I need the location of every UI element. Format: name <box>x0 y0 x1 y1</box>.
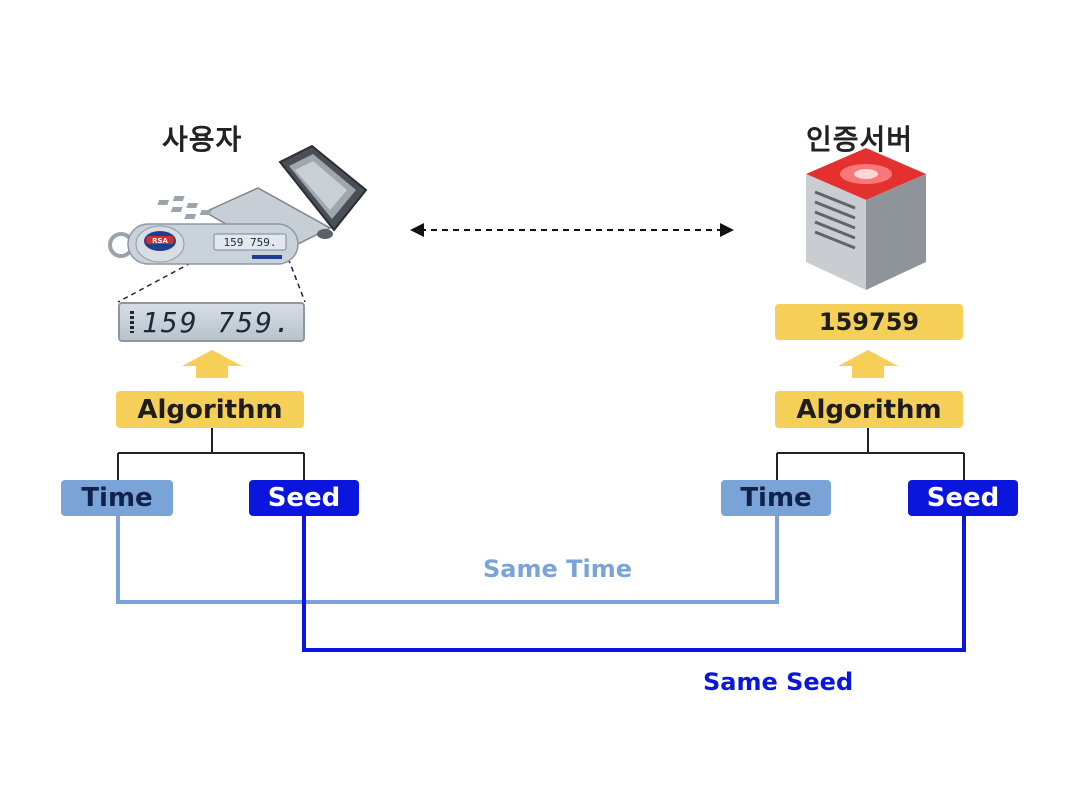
double-arrow-icon <box>410 223 734 237</box>
server-tree-connector <box>776 428 965 480</box>
lcd-bars-icon <box>130 311 134 333</box>
server-heading: 인증서버 <box>806 123 914 156</box>
rsa-token-icon: RSA 159 759. <box>108 223 299 265</box>
user-algorithm-box: Algorithm <box>116 391 304 428</box>
server-algorithm-box: Algorithm <box>775 391 963 428</box>
user-tree-connector <box>117 428 305 480</box>
user-seed-box: Seed <box>249 480 359 516</box>
user-token-lcd: 159 759. <box>118 302 305 342</box>
token-brand: RSA <box>152 237 168 245</box>
user-token-code: 159 759. <box>142 305 293 339</box>
same-time-label: Same Time <box>483 555 633 583</box>
server-icon <box>806 148 926 290</box>
same-seed-line <box>302 516 966 652</box>
same-seed-label: Same Seed <box>703 668 854 696</box>
user-heading: 사용자 <box>162 123 243 156</box>
token-small-display: 159 759. <box>224 236 277 249</box>
server-code-box: 159759 <box>775 304 963 340</box>
user-up-arrow-icon <box>182 350 242 378</box>
server-time-box: Time <box>721 480 831 516</box>
server-seed-box: Seed <box>908 480 1018 516</box>
same-time-line <box>116 516 779 604</box>
server-up-arrow-icon <box>838 350 898 378</box>
pda-device-icon <box>157 144 368 255</box>
user-time-box: Time <box>61 480 173 516</box>
